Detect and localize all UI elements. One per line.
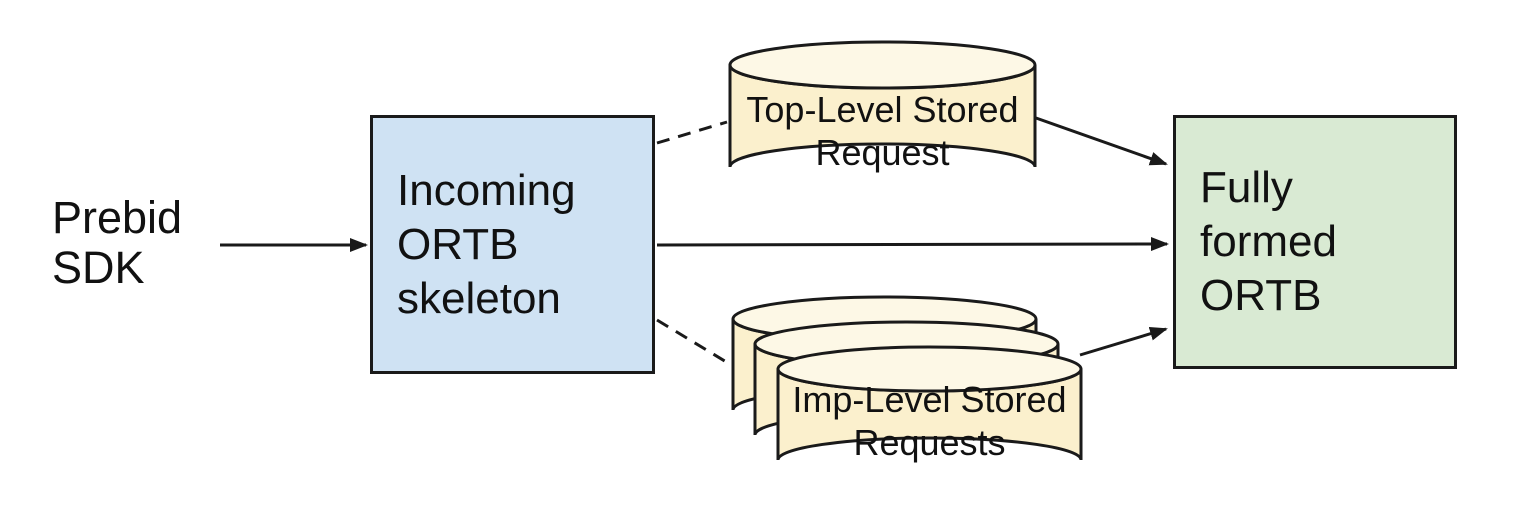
edge-incoming-to-top-stored-dashed <box>656 120 728 145</box>
top-stored-label-line1: Top-Level Stored <box>746 89 1019 130</box>
top-stored-cylinder <box>728 40 1037 168</box>
imp-stored-label-line2: Requests <box>853 422 1006 463</box>
edge-incoming-to-imp-stored-dashed <box>656 318 734 368</box>
top-stored-cylinder-top <box>728 40 1037 90</box>
edge-incoming-to-fully-formed-arrow <box>656 237 1169 252</box>
node-fully-formed-ortb: Fully formed ORTB <box>1173 115 1457 369</box>
top-stored-label-line2: Request <box>815 132 950 173</box>
prebid-sdk-line2: SDK <box>52 242 145 293</box>
fully-formed-line3: ORTB <box>1200 271 1322 320</box>
fully-formed-line2: formed <box>1200 217 1337 266</box>
edge-imp-stored-to-fully-formed-arrow <box>1079 326 1168 357</box>
node-incoming-ortb-skeleton: Incoming ORTB skeleton <box>370 115 655 374</box>
incoming-ortb-line2: ORTB <box>397 219 519 269</box>
edge-top-stored-to-fully-formed-arrow <box>1035 116 1168 166</box>
imp-stored-cylinder-stack <box>731 295 1083 461</box>
prebid-sdk-line1: Prebid <box>52 192 183 243</box>
imp-stored-cylinder-front-top <box>776 345 1083 393</box>
incoming-ortb-line1: Incoming <box>397 165 576 215</box>
fully-formed-line1: Fully <box>1200 163 1293 212</box>
imp-stored-label-line1: Imp-Level Stored <box>792 379 1067 420</box>
top-stored-label: Top-Level Stored Request <box>730 88 1035 174</box>
node-prebid-sdk: Prebid SDK <box>52 193 252 293</box>
imp-stored-label: Imp-Level Stored Requests <box>778 378 1081 464</box>
incoming-ortb-line3: skeleton <box>397 273 561 323</box>
